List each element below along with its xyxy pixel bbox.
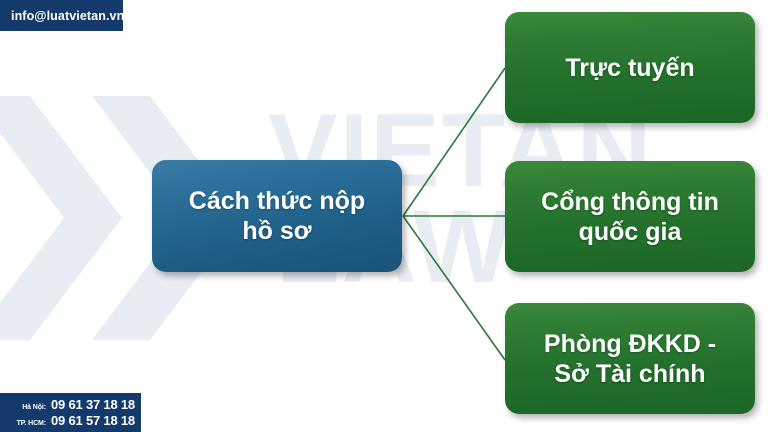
root-node-label-line-2: hồ sơ [242,217,312,245]
phone-label-hcm: TP. HCM: [16,420,47,427]
branch-node-label: Cổng thông tin quốc gia [541,187,719,247]
branch-node-truc-tuyen[interactable]: Trực tuyến [505,12,755,123]
root-node-label-line-1: Cách thức nộp [188,187,366,215]
branch-label-line-1: Cổng thông tin [541,187,719,216]
branch-label-line-2: Sở Tài chính [554,359,706,388]
branch-label-line-2: quốc gia [578,217,682,246]
connector-to-branch-1 [402,67,506,217]
email-badge-text: info@luatvietan.vn [11,8,125,23]
connector-to-branch-3 [402,215,506,361]
phone-row-hanoi: Hà Nội: 09 61 37 18 18 [8,397,135,412]
branch-node-label: Phòng ĐKKD - Sở Tài chính [544,329,716,389]
email-badge[interactable]: info@luatvietan.vn [0,0,125,31]
branch-node-phong-dkkd-so-tai-chinh[interactable]: Phòng ĐKKD - Sở Tài chính [505,303,755,414]
root-node[interactable]: Cách thức nộp hồ sơ [152,160,402,272]
phone-label-hanoi: Hà Nội: [22,404,46,411]
phone-number-hanoi: 09 61 37 18 18 [51,397,135,412]
branch-label-line-1: Phòng ĐKKD - [543,329,717,358]
root-node-label: Cách thức nộp hồ sơ [189,186,365,246]
phone-row-hcm: TP. HCM: 09 61 57 18 18 [8,413,136,428]
branch-label-line-1: Trực tuyến [565,53,695,82]
branch-node-label: Trực tuyến [565,53,694,83]
branch-node-cong-thong-tin-quoc-gia[interactable]: Cổng thông tin quốc gia [505,161,755,272]
phone-number-hcm: 09 61 57 18 18 [51,413,135,428]
phone-badge[interactable]: Hà Nội: 09 61 37 18 18 TP. HCM: 09 61 57… [0,393,141,432]
